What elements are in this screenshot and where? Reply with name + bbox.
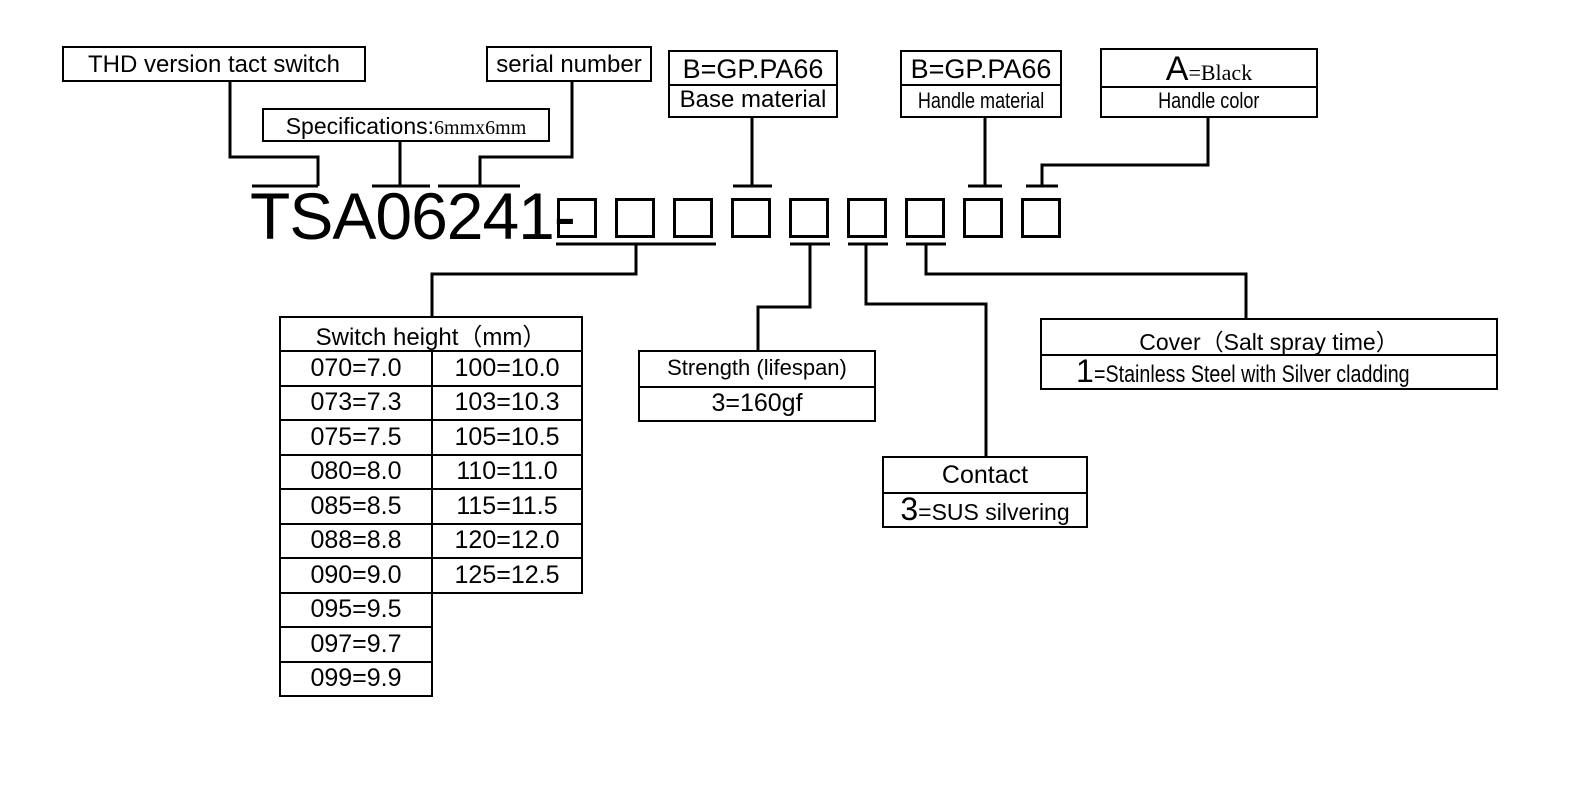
code-slot-5 bbox=[789, 198, 829, 238]
switch-height-title: Switch height（mm） bbox=[279, 316, 583, 352]
strength-box: Strength (lifespan) 3=160gf bbox=[638, 350, 876, 422]
handle-color-title: Handle color bbox=[1158, 88, 1260, 113]
handle-material-title-wrap: Handle material bbox=[902, 88, 1060, 114]
height-cell-left: 075=7.5 bbox=[279, 419, 433, 456]
height-cell-right: 125=12.5 bbox=[431, 557, 583, 594]
serial-label: serial number bbox=[496, 51, 642, 78]
contact-title: Contact bbox=[941, 461, 1029, 489]
height-cell-left: 097=9.7 bbox=[279, 626, 433, 663]
code-slot-7 bbox=[905, 198, 945, 238]
handle-color-code: A=Black bbox=[1102, 50, 1316, 89]
specifications-label: Specifications: bbox=[285, 113, 435, 139]
height-cell-right: 115=11.5 bbox=[431, 488, 583, 525]
contact-value-text: =SUS silvering bbox=[918, 499, 1070, 525]
strength-title: Strength (lifespan) bbox=[667, 355, 847, 380]
height-cell-left: 085=8.5 bbox=[279, 488, 433, 525]
height-cell-left: 099=9.9 bbox=[279, 660, 433, 697]
code-slot-1 bbox=[557, 198, 597, 238]
code-slot-9 bbox=[1021, 198, 1061, 238]
code-slot-2 bbox=[615, 198, 655, 238]
base-material-box: B=GP.PA66 Base material bbox=[668, 50, 838, 118]
code-slot-3 bbox=[673, 198, 713, 238]
version-label: THD version tact switch bbox=[87, 51, 341, 78]
handle-material-title: Handle material bbox=[917, 88, 1045, 113]
handle-color-title-wrap: Handle color bbox=[1102, 88, 1316, 114]
code-slot-6 bbox=[847, 198, 887, 238]
cover-value-code: 1 bbox=[1076, 353, 1094, 389]
height-cell-right: 103=10.3 bbox=[431, 384, 583, 421]
height-cell-left: 090=9.0 bbox=[279, 557, 433, 594]
handle-material-box: B=GP.PA66 Handle material bbox=[900, 50, 1062, 118]
height-cell-right: 110=11.0 bbox=[431, 453, 583, 490]
contact-value-code: 3 bbox=[900, 491, 919, 527]
handle-material-code: B=GP.PA66 bbox=[910, 54, 1052, 84]
cover-value: 1=Stainless Steel with Silver cladding bbox=[1042, 353, 1496, 390]
specifications-box: Specifications:6mmx6mm bbox=[262, 108, 550, 142]
height-cell-left: 095=9.5 bbox=[279, 591, 433, 628]
handle-color-rest: =Black bbox=[1188, 60, 1253, 85]
base-material-title: Base material bbox=[679, 86, 827, 113]
code-slot-8 bbox=[963, 198, 1003, 238]
contact-value: 3=SUS silvering bbox=[884, 491, 1086, 528]
height-cell-left: 088=8.8 bbox=[279, 522, 433, 559]
specifications-line: Specifications:6mmx6mm bbox=[264, 113, 548, 140]
handle-color-letter: A bbox=[1165, 50, 1189, 88]
height-cell-right: 120=12.0 bbox=[431, 522, 583, 559]
strength-value: 3=160gf bbox=[711, 389, 803, 417]
version-label-box: THD version tact switch bbox=[62, 46, 366, 82]
height-cell-right: 105=10.5 bbox=[431, 419, 583, 456]
cover-title: Cover（Salt spray time） bbox=[1139, 329, 1399, 355]
contact-box: Contact 3=SUS silvering bbox=[882, 456, 1088, 528]
code-slot-4 bbox=[731, 198, 771, 238]
handle-color-box: A=Black Handle color bbox=[1100, 48, 1318, 118]
height-cell-left: 080=8.0 bbox=[279, 453, 433, 490]
height-cell-left: 070=7.0 bbox=[279, 350, 433, 387]
height-cell-right: 100=10.0 bbox=[431, 350, 583, 387]
height-cell-left: 073=7.3 bbox=[279, 384, 433, 421]
cover-box: Cover（Salt spray time） 1=Stainless Steel… bbox=[1040, 318, 1498, 390]
model-code-prefix: TSA06241- bbox=[250, 179, 576, 253]
base-material-code: B=GP.PA66 bbox=[682, 54, 824, 84]
cover-value-text: =Stainless Steel with Silver cladding bbox=[1093, 361, 1410, 388]
specifications-value: 6mmx6mm bbox=[434, 117, 527, 139]
serial-label-box: serial number bbox=[486, 46, 652, 82]
